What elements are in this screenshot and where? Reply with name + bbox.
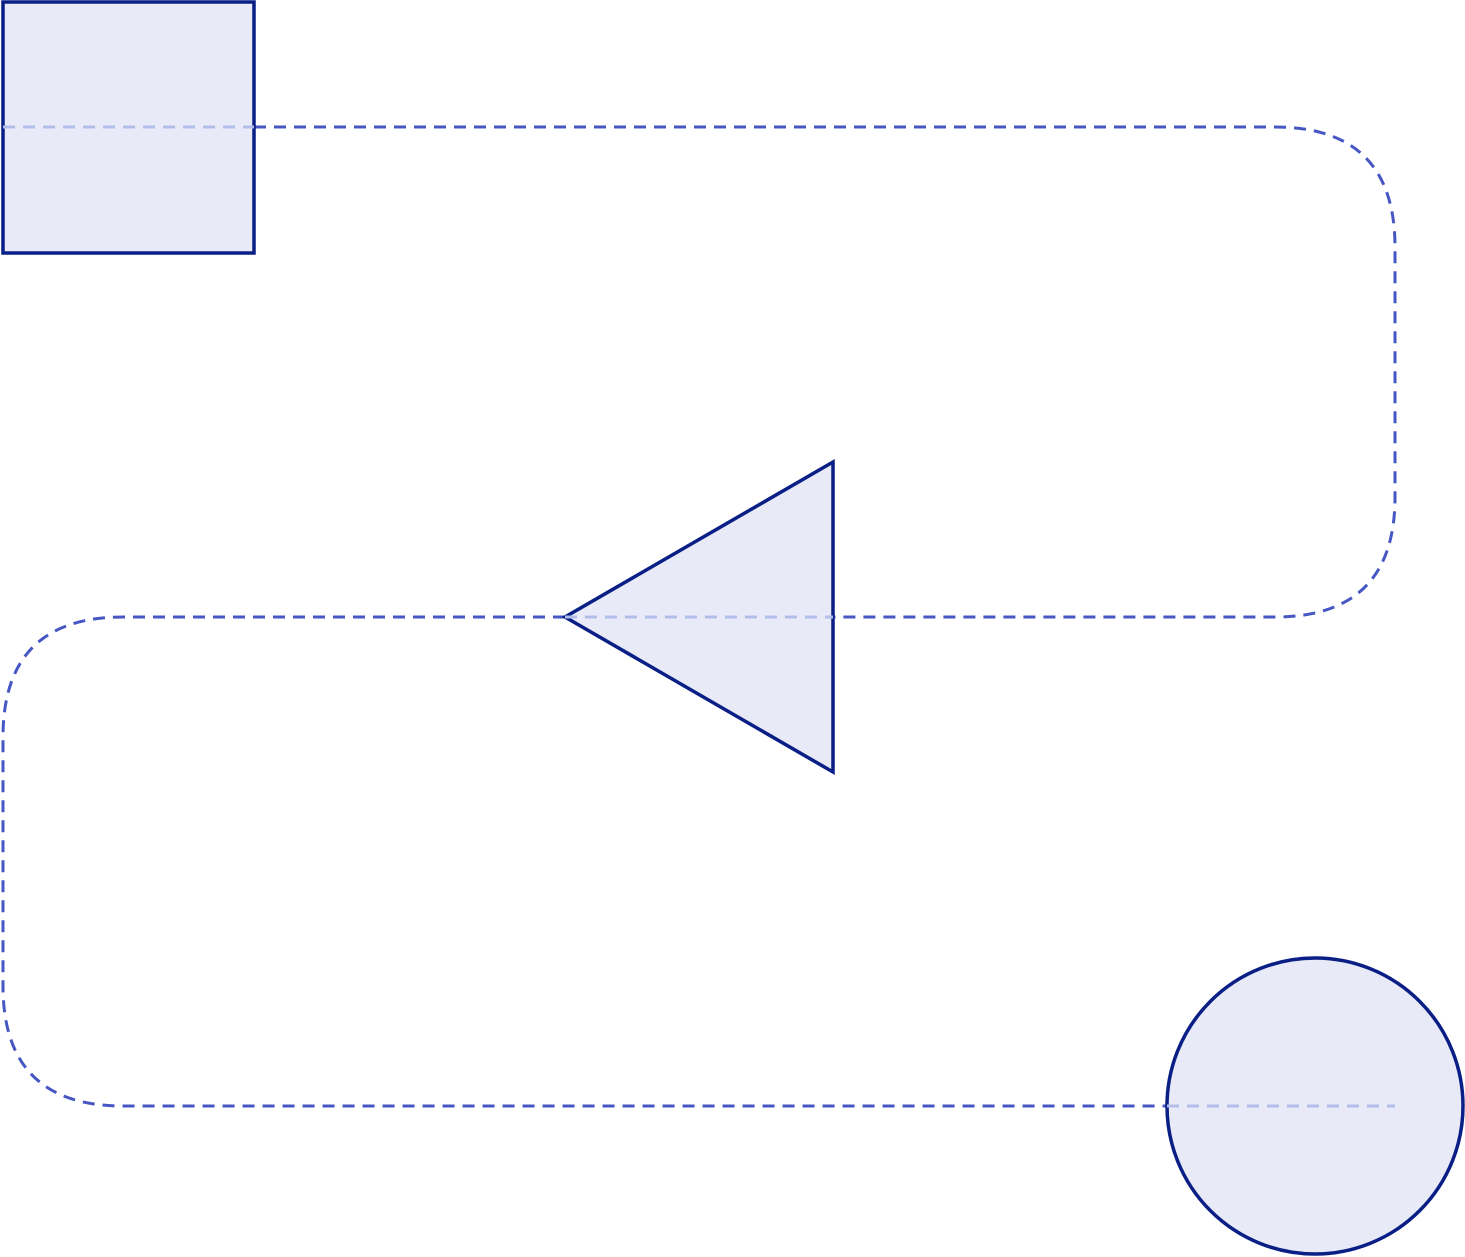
dashed-connector bbox=[1, 125, 1397, 1108]
